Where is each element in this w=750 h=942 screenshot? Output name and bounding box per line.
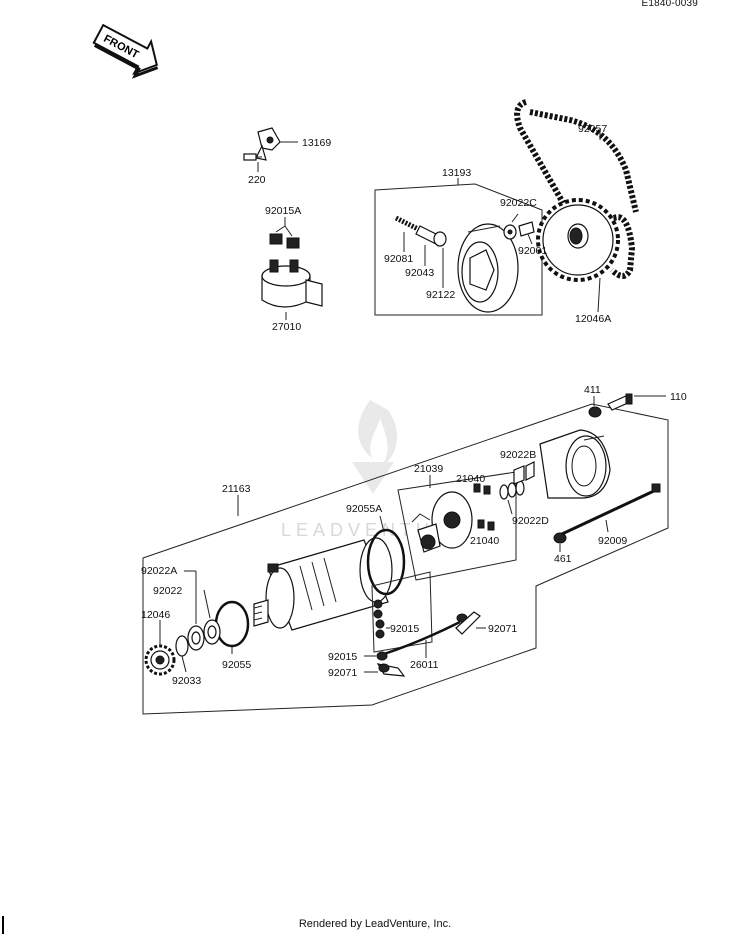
label-21040-upper: 21040 <box>456 473 485 485</box>
bolt-220 <box>243 153 262 172</box>
label-21039: 21039 <box>414 463 443 475</box>
pin-92043 <box>415 225 441 266</box>
label-92057: 92057 <box>578 123 607 135</box>
starter-motor-body <box>253 537 393 631</box>
watermark-text: LEADVENTURE <box>281 520 469 540</box>
spacers-92022B <box>513 461 535 485</box>
starter-relay-27010 <box>261 259 323 320</box>
front-arrow-icon: FRONT <box>92 23 159 79</box>
label-92015-lower: 92015 <box>328 651 357 663</box>
label-13169: 13169 <box>302 137 331 149</box>
through-bolt-92009 <box>561 483 661 536</box>
label-220: 220 <box>248 174 266 186</box>
pinion-12046 <box>144 620 176 676</box>
nuts-92015A <box>269 217 300 249</box>
roller-92122 <box>433 231 447 288</box>
label-26011: 26011 <box>410 659 439 671</box>
label-461: 461 <box>554 553 572 565</box>
label-92022: 92022 <box>153 585 182 597</box>
edge-marker <box>2 916 4 934</box>
label-92033: 92033 <box>172 675 201 687</box>
label-110: 110 <box>670 391 687 403</box>
lever-13169 <box>255 127 298 161</box>
label-92015A: 92015A <box>265 205 301 217</box>
label-411: 411 <box>584 384 601 396</box>
end-cover <box>539 429 611 499</box>
sprocket-12046A <box>536 198 620 313</box>
label-21040-lower: 21040 <box>470 535 499 547</box>
terminal-stack <box>371 571 433 653</box>
label-92071-upper: 92071 <box>488 623 517 635</box>
chain-92057 <box>514 99 639 279</box>
washer-92033 <box>175 635 189 673</box>
label-92081: 92081 <box>384 253 413 265</box>
bolt-110 <box>607 393 666 411</box>
washers-92022D <box>499 480 525 515</box>
label-92022C: 92022C <box>500 197 537 209</box>
brushes-21040 <box>473 483 495 531</box>
watermark-logo <box>352 400 398 494</box>
label-92043: 92043 <box>405 267 434 279</box>
label-21163: 21163 <box>222 483 251 495</box>
brush-holder-21039 <box>397 471 517 581</box>
label-92015-upper: 92015 <box>390 623 419 635</box>
label-12046A: 12046A <box>575 313 611 325</box>
lead-26011 <box>383 613 468 658</box>
shim-92022 <box>203 589 221 645</box>
terminal-92071-lower <box>376 663 406 677</box>
label-12046: 12046 <box>141 609 170 621</box>
label-92022D: 92022D <box>512 515 549 527</box>
label-92055A: 92055A <box>346 503 382 515</box>
label-92009: 92009 <box>598 535 627 547</box>
o-ring-92055 <box>214 600 250 654</box>
washer-92022A <box>187 571 205 651</box>
label-92022B: 92022B <box>500 449 536 461</box>
washer-92022C <box>503 213 519 240</box>
label-92122: 92122 <box>426 289 455 301</box>
label-13193: 13193 <box>442 167 471 179</box>
bolt-92001 <box>518 221 535 245</box>
terminal-92071-upper <box>455 611 481 635</box>
callouts: 13169 220 92015A 27010 13193 92022C 9200… <box>141 123 687 687</box>
diagram-reference-code: E1840-0039 <box>641 0 698 9</box>
clutch-box-13193 <box>374 178 543 316</box>
label-92001: 92001 <box>518 245 547 257</box>
label-92022A: 92022A <box>141 565 177 577</box>
clutch-body <box>457 223 519 313</box>
footer-credit: Rendered by LeadVenture, Inc. <box>298 918 452 930</box>
label-27010: 27010 <box>272 321 301 333</box>
washer-461 <box>553 532 567 552</box>
nut-92015-lower <box>376 651 388 661</box>
label-92055: 92055 <box>222 659 251 671</box>
label-92071-lower: 92071 <box>328 667 357 679</box>
o-ring-92055A <box>366 515 406 596</box>
assembly-box-21163 <box>142 403 669 715</box>
washer-411 <box>588 396 602 418</box>
